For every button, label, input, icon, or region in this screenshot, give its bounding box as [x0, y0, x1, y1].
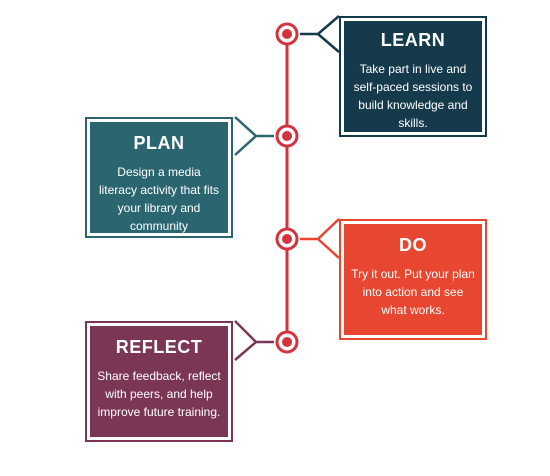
- connector-plan: [234, 116, 274, 138]
- do-card: DO Try it out. Put your plan into action…: [339, 219, 487, 340]
- connector-reflect: [234, 320, 274, 344]
- connector-do-lower: [317, 238, 340, 259]
- reflect-title: REFLECT: [115, 337, 203, 357]
- connector-learn-lower: [317, 33, 340, 53]
- plan-description: Design a media literacy activity that fi…: [98, 165, 220, 233]
- do-description: Try it out. Put your plan into action an…: [351, 267, 475, 317]
- node-plan: [275, 124, 299, 148]
- reflect-description: Share feedback, reflect with peers, and …: [97, 369, 221, 419]
- plan-title: PLAN: [133, 133, 185, 153]
- node-learn: [275, 22, 299, 46]
- learn-card: LEARN Take part in live and self-paced s…: [339, 16, 487, 137]
- reflect-card: REFLECT Share feedback, reflect with pee…: [85, 321, 233, 442]
- connector-reflect-lower: [234, 341, 257, 361]
- plan-card: PLAN Design a media literacy activity th…: [85, 117, 233, 238]
- connector-do: [300, 218, 340, 241]
- node-do: [275, 227, 299, 251]
- connector-learn: [300, 15, 340, 36]
- do-title: DO: [399, 235, 427, 255]
- learn-title: LEARN: [380, 30, 446, 50]
- learn-description: Take part in live and self-paced session…: [353, 62, 473, 130]
- connector-plan-lower: [234, 135, 257, 156]
- node-reflect: [275, 330, 299, 354]
